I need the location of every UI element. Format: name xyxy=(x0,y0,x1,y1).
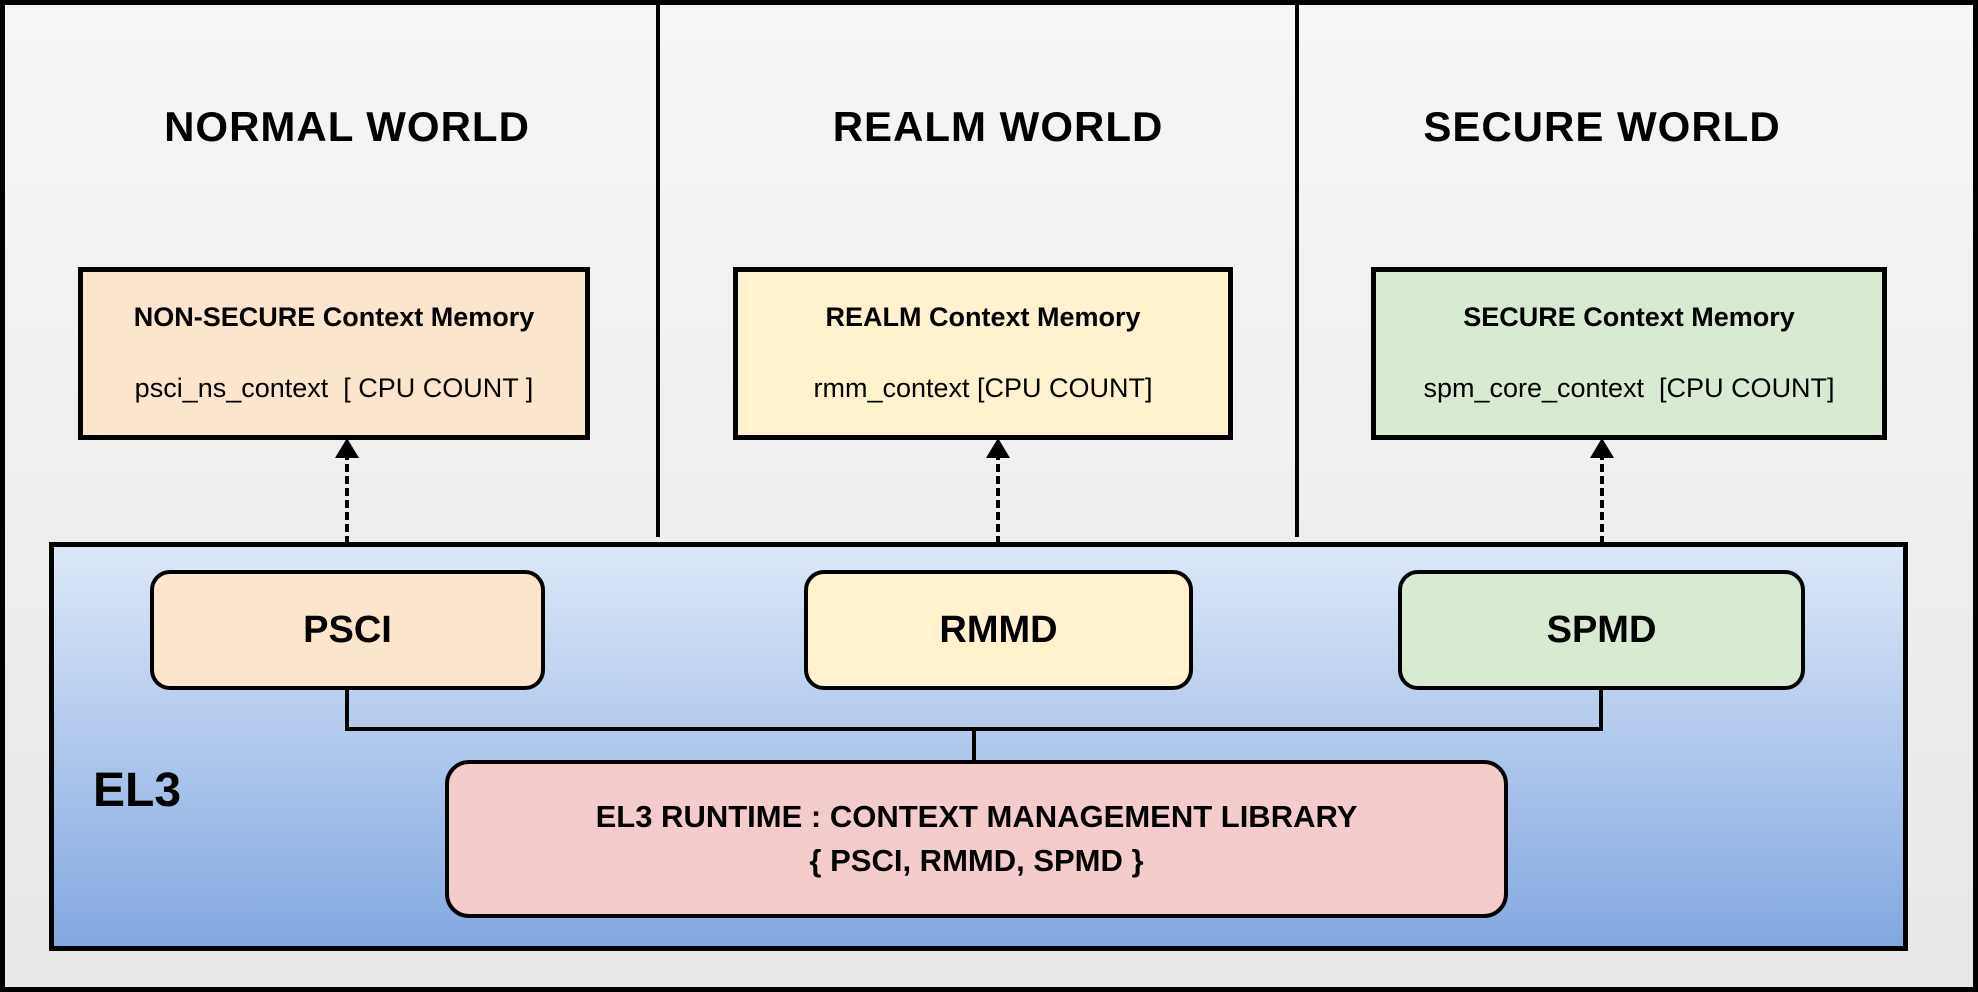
memory-box-code: psci_ns_context [ CPU COUNT ] xyxy=(134,373,534,403)
memory-box-title: SECURE Context Memory xyxy=(1463,302,1795,332)
el3-label: EL3 xyxy=(93,764,182,817)
spmd-connector-line xyxy=(1599,690,1603,731)
arrowhead-up-icon xyxy=(1590,438,1614,458)
world-title-normal: NORMAL WORLD xyxy=(164,103,530,150)
memory-box-non-secure: NON-SECURE Context Memory psci_ns_contex… xyxy=(78,267,590,440)
runtime-connector-line xyxy=(972,727,976,764)
rmmd-box: RMMD xyxy=(804,570,1193,690)
el3-box: EL3 PSCI RMMD SPMD EL3 RUNTIME : CONTEXT… xyxy=(49,542,1908,951)
psci-connector-line xyxy=(345,690,349,731)
world-separator-line xyxy=(656,5,660,537)
world-title-realm: REALM WORLD xyxy=(832,103,1164,150)
psci-box: PSCI xyxy=(150,570,545,690)
psci-label: PSCI xyxy=(303,608,392,651)
dashed-line xyxy=(1600,452,1604,556)
runtime-subtitle: { PSCI, RMMD, SPMD } xyxy=(809,843,1144,878)
dashed-line xyxy=(996,452,1000,556)
spmd-label: SPMD xyxy=(1546,608,1657,651)
runtime-title: EL3 RUNTIME : CONTEXT MANAGEMENT LIBRARY xyxy=(595,799,1358,834)
dashed-line xyxy=(345,452,349,556)
memory-box-code: rmm_context [CPU COUNT] xyxy=(813,373,1153,403)
world-separator-line xyxy=(1295,5,1299,537)
arrowhead-up-icon xyxy=(335,438,359,458)
el3-runtime-box: EL3 RUNTIME : CONTEXT MANAGEMENT LIBRARY… xyxy=(445,760,1508,918)
memory-box-secure: SECURE Context Memory spm_core_context [… xyxy=(1371,267,1887,440)
rmmd-label: RMMD xyxy=(939,608,1058,651)
memory-box-title: NON-SECURE Context Memory xyxy=(133,302,535,332)
memory-box-title: REALM Context Memory xyxy=(825,302,1141,332)
arrowhead-up-icon xyxy=(986,438,1010,458)
spmd-box: SPMD xyxy=(1398,570,1805,690)
memory-box-realm: REALM Context Memory rmm_context [CPU CO… xyxy=(733,267,1233,440)
world-title-secure: SECURE WORLD xyxy=(1423,103,1781,150)
memory-box-code: spm_core_context [CPU COUNT] xyxy=(1423,373,1835,403)
